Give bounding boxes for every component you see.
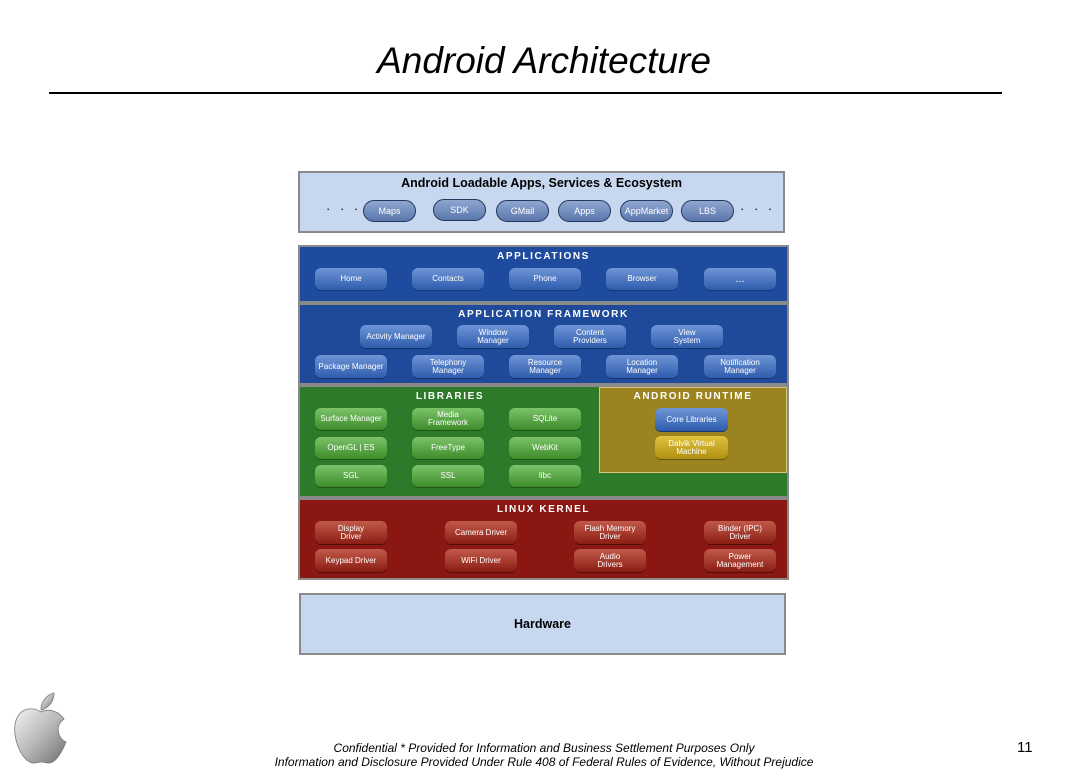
lib-freetype: FreeType xyxy=(412,437,484,459)
hardware-label: Hardware xyxy=(514,617,571,631)
fw-activity-manager: Activity Manager xyxy=(360,325,432,348)
fw-content-providers: Content Providers xyxy=(554,325,626,348)
ecosystem-item-appmarket: AppMarket xyxy=(620,200,673,222)
app-item-more: ... xyxy=(704,268,776,290)
lib-sqlite: SQLite xyxy=(509,408,581,430)
kernel-layer: LINUX KERNEL Display Driver Camera Drive… xyxy=(298,498,789,580)
applications-layer: APPLICATIONS Home Contacts Phone Browser… xyxy=(298,245,789,303)
ecosystem-ellipsis-right: · · · xyxy=(740,201,776,216)
fw-view-system: View System xyxy=(651,325,723,348)
hardware-layer: Hardware xyxy=(299,593,786,655)
framework-title: APPLICATION FRAMEWORK xyxy=(458,309,629,320)
runtime-core-libraries: Core Libraries xyxy=(655,408,728,431)
fw-location-manager: Location Manager xyxy=(606,355,678,378)
fw-package-manager: Package Manager xyxy=(315,355,387,378)
ecosystem-item-lbs: LBS xyxy=(681,200,734,222)
kernel-display-driver: Display Driver xyxy=(315,521,387,544)
lib-opengl-es: OpenGL | ES xyxy=(315,437,387,459)
fw-resource-manager: Resource Manager xyxy=(509,355,581,378)
ecosystem-ellipsis-left: · · · xyxy=(326,201,362,216)
fw-window-manager: Window Manager xyxy=(457,325,529,348)
lib-sgl: SGL xyxy=(315,465,387,487)
page-number: 11 xyxy=(1017,739,1033,756)
apple-logo-icon xyxy=(14,692,67,764)
app-item-phone: Phone xyxy=(509,268,581,290)
footer-line-1: Confidential * Provided for Information … xyxy=(333,741,755,755)
libraries-layer: LIBRARIES Surface Manager Media Framewor… xyxy=(298,385,789,498)
ecosystem-item-sdk: SDK xyxy=(433,199,486,221)
kernel-flash-memory-driver: Flash Memory Driver xyxy=(574,521,646,544)
lib-surface-manager: Surface Manager xyxy=(315,408,387,430)
kernel-keypad-driver: Keypad Driver xyxy=(315,549,387,572)
lib-libc: libc xyxy=(509,465,581,487)
slide-title: Android Architecture xyxy=(377,40,711,81)
fw-notification-manager: Notification Manager xyxy=(704,355,776,378)
kernel-title: LINUX KERNEL xyxy=(496,504,591,515)
kernel-power-management: Power Management xyxy=(704,549,776,572)
kernel-audio-drivers: Audio Drivers xyxy=(574,549,646,572)
libraries-title: LIBRARIES xyxy=(415,391,485,402)
runtime-dalvik-vm: Dalvik Virtual Machine xyxy=(655,436,728,459)
runtime-title: ANDROID RUNTIME xyxy=(633,391,753,402)
title-underline xyxy=(49,92,1002,94)
app-item-browser: Browser xyxy=(606,268,678,290)
kernel-binder-ipc-driver: Binder (IPC) Driver xyxy=(704,521,776,544)
ecosystem-item-gmail: GMail xyxy=(496,200,549,222)
framework-layer: APPLICATION FRAMEWORK Activity Manager W… xyxy=(298,303,789,385)
ecosystem-item-apps: Apps xyxy=(558,200,611,222)
lib-media-framework: Media Framework xyxy=(412,408,484,430)
runtime-box: ANDROID RUNTIME Core Libraries Dalvik Vi… xyxy=(599,387,787,473)
ecosystem-title: Android Loadable Apps, Services & Ecosys… xyxy=(401,176,682,190)
app-item-home: Home xyxy=(315,268,387,290)
applications-title: APPLICATIONS xyxy=(497,251,590,262)
lib-webkit: WebKit xyxy=(509,437,581,459)
footer-line-2: Information and Disclosure Provided Unde… xyxy=(274,755,814,769)
ecosystem-item-maps: Maps xyxy=(363,200,416,222)
app-item-contacts: Contacts xyxy=(412,268,484,290)
kernel-wifi-driver: WiFi Driver xyxy=(445,549,517,572)
ecosystem-layer: Android Loadable Apps, Services & Ecosys… xyxy=(298,171,785,233)
lib-ssl: SSL xyxy=(412,465,484,487)
kernel-camera-driver: Camera Driver xyxy=(445,521,517,544)
fw-telephony-manager: Telephony Manager xyxy=(412,355,484,378)
